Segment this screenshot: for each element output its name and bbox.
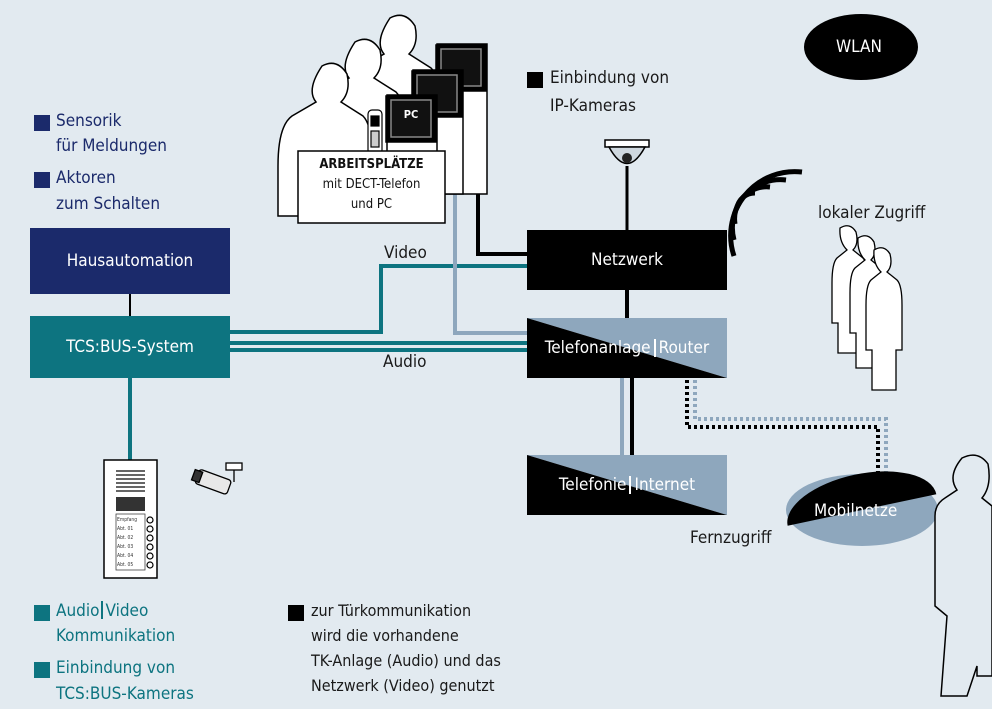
wifi-signal-icon (728, 169, 803, 257)
workstation-illustration (277, 14, 488, 224)
link-mobil-blue (693, 380, 888, 480)
hausautomation-label: Hausautomation (66, 251, 194, 271)
ip-kameras-line2: IP-Kameras (550, 96, 636, 116)
note-line1: zur Türkommunikation (311, 601, 472, 620)
hausautomation-box: Hausautomation (30, 228, 230, 294)
legend-square-navy-1 (34, 115, 50, 131)
door-panel-row: Empfang (117, 517, 138, 523)
internet-label: Internet (634, 475, 696, 495)
door-intercom-panel (103, 459, 158, 579)
lokaler-zugriff-label: lokaler Zugriff (818, 203, 926, 223)
note-line3: TK-Anlage (Audio) und das (311, 651, 501, 670)
divider (101, 601, 104, 619)
note-line2: wird die vorhandene (311, 626, 459, 645)
bus-camera-icon (190, 462, 243, 495)
fernzugriff-label: Fernzugriff (690, 528, 772, 548)
netzwerk-box: Netzwerk (527, 230, 727, 290)
link-video (229, 264, 527, 334)
audio-text: Audio (56, 601, 100, 621)
split-background (527, 318, 727, 378)
arbeitsplaetze-line3: und PC (350, 197, 393, 212)
telefonanlage-label: Telefonanlage (544, 338, 651, 358)
connection-lines (128, 165, 888, 480)
arbeitsplaetze-line2: mit DECT-Telefon (322, 177, 421, 192)
link-workstation-telefon (453, 188, 527, 335)
divider (629, 476, 632, 494)
legend-audio-video-line2: Kommunikation (56, 626, 176, 646)
wlan-cloud (804, 14, 918, 80)
arbeitsplaetze-label: ARBEITSPLÄTZE mit DECT-Telefon und PC (298, 155, 445, 215)
telefonanlage-router-box: Telefonanlage Router (527, 318, 727, 378)
tcs-bus-box: TCS:BUS-System (30, 316, 230, 378)
legend-square-navy-2 (34, 172, 50, 188)
door-panel-rows: Empfang Abt. 01 Abt. 02 Abt. 03 Abt. 04 … (117, 516, 145, 570)
link-mobil-black (685, 380, 880, 480)
door-panel-row: Abt. 05 (117, 562, 134, 568)
legend-square-teal-2 (34, 662, 50, 678)
mobilnetze-label: Mobilnetze (814, 501, 898, 521)
legend-kameras-line1: Einbindung von (56, 658, 176, 678)
split-background (527, 455, 727, 515)
door-panel-row: Abt. 02 (117, 535, 134, 541)
local-users-illustration (831, 225, 903, 391)
legend-kameras-line2: TCS:BUS-Kameras (56, 684, 194, 704)
video-label: Video (384, 243, 427, 263)
tcs-bus-label: TCS:BUS-System (66, 337, 194, 357)
dome-camera-icon (604, 139, 650, 165)
remote-user-illustration (934, 454, 992, 697)
video-text: Video (105, 601, 149, 621)
legend-sensorik-line1: Sensorik (56, 111, 122, 131)
router-label: Router (658, 338, 710, 358)
divider (653, 339, 656, 357)
door-panel-row: Abt. 04 (117, 553, 134, 559)
ip-kameras-line1: Einbindung von (550, 68, 670, 88)
telefonie-internet-box: Telefonie Internet (527, 455, 727, 515)
legend-square-black-2 (288, 605, 304, 621)
door-panel-row: Abt. 01 (117, 526, 134, 532)
legend-aktoren-line2: zum Schalten (56, 194, 161, 214)
legend-square-teal-1 (34, 605, 50, 621)
legend-sensorik-line2: für Meldungen (56, 136, 167, 156)
netzwerk-label: Netzwerk (591, 250, 663, 270)
door-panel-row: Abt. 03 (117, 544, 134, 550)
audio-label: Audio (383, 352, 427, 372)
mobilnetze-cloud (786, 471, 938, 546)
legend-square-black-1 (527, 72, 543, 88)
arbeitsplaetze-line1: ARBEITSPLÄTZE (319, 157, 424, 172)
legend-aktoren-line1: Aktoren (56, 168, 116, 188)
telefonie-label: Telefonie (558, 475, 627, 495)
wlan-label: WLAN (836, 37, 882, 57)
note-line4: Netzwerk (Video) genutzt (311, 676, 495, 695)
pc-label: PC (403, 108, 419, 121)
